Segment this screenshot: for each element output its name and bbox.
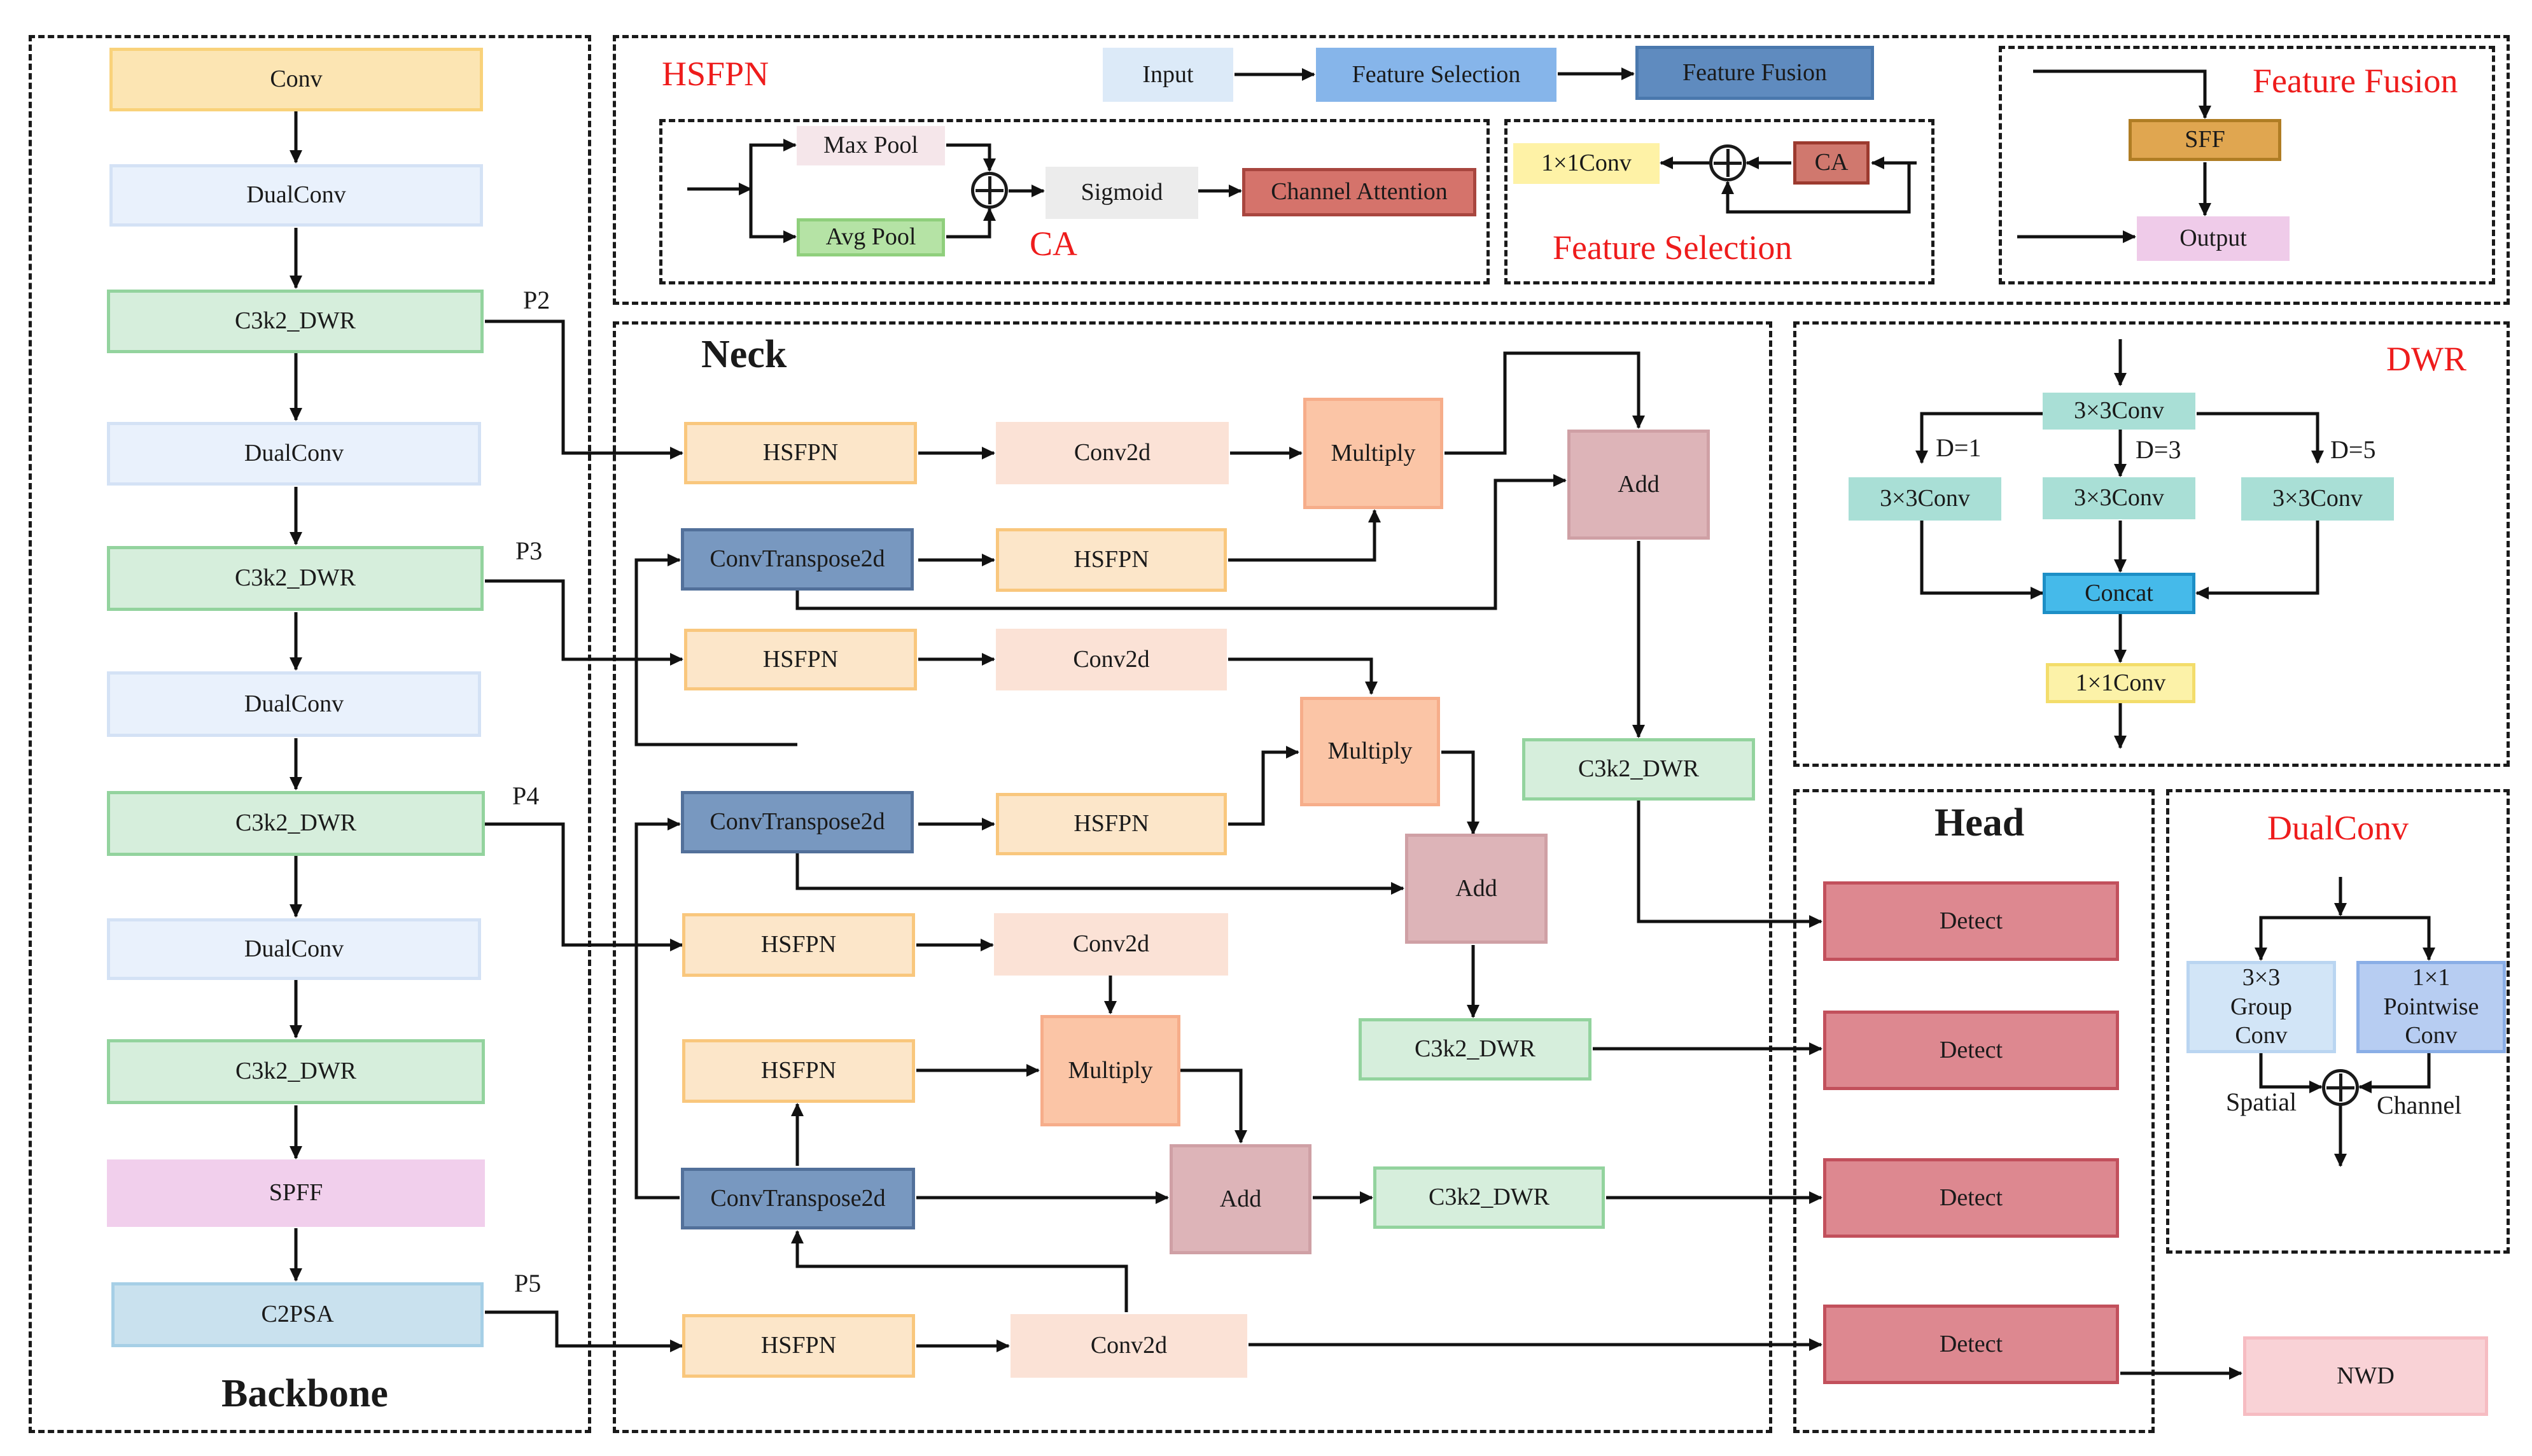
output-label-p4: P4 [512,781,540,810]
dwr-dilation-1: D=1 [1936,433,1982,462]
neck-c3k2-dwr-2: C3k2_DWR [1359,1018,1591,1081]
backbone-dualconv-2: DualConv [107,422,481,486]
backbone-c3k2-dwr-3: C3k2_DWR [107,791,485,856]
head-detect-1: Detect [1823,881,2119,961]
neck-hsfpn-7: HSFPN [682,1314,915,1378]
fs-ca: CA [1793,141,1870,185]
head-detect-4: Detect [1823,1305,2119,1384]
ca-sum-icon [971,172,1008,209]
neck-c3k2-dwr-1: C3k2_DWR [1522,738,1755,801]
ff-sff: SFF [2129,119,2281,161]
backbone-c3k2-dwr-2: C3k2_DWR [107,546,484,611]
output-label-p5: P5 [514,1269,542,1298]
fs-sum-icon [1709,144,1746,181]
neck-hsfpn-5: HSFPN [682,913,915,977]
neck-convtranspose2d-1: ConvTranspose2d [681,528,914,591]
backbone-c2psa: C2PSA [111,1282,484,1347]
neck-hsfpn-1: HSFPN [684,422,917,484]
backbone-c3k2-dwr-1: C3k2_DWR [107,290,484,353]
ca-max-pool: Max Pool [797,126,945,165]
dwr-frame [1793,321,2510,767]
hsfpn-feature-selection: Feature Selection [1316,48,1556,102]
backbone-dualconv-4: DualConv [107,918,481,980]
output-label-p3: P3 [515,536,543,565]
dwr-1x1conv: 1×1Conv [2046,663,2195,703]
neck-conv2d-3: Conv2d [994,913,1228,976]
dwr-3x3conv-d5: 3×3Conv [2241,477,2394,521]
neck-add-3: Add [1170,1144,1311,1254]
hsfpn-feature-fusion: Feature Fusion [1635,46,1874,100]
backbone-dualconv-1: DualConv [109,164,483,227]
feature-selection-frame [1504,119,1934,284]
neck-hsfpn-3: HSFPN [684,629,917,690]
feature-fusion-frame [1999,46,2495,284]
head-nwd: NWD [2243,1336,2488,1416]
fs-1x1conv: 1×1Conv [1513,143,1660,184]
neck-convtranspose2d-3: ConvTranspose2d [681,1168,915,1229]
neck-hsfpn-2: HSFPN [996,528,1227,592]
head-detect-3: Detect [1823,1158,2119,1238]
feature-selection-title: Feature Selection [1553,228,1793,267]
ca-frame [659,119,1490,284]
neck-c3k2-dwr-3: C3k2_DWR [1373,1166,1605,1229]
neck-multiply-2: Multiply [1300,697,1440,806]
hsfpn-title: HSFPN [662,55,769,93]
dualconv-spatial-label: Spatial [2226,1088,2297,1116]
neck-conv2d-4: Conv2d [1011,1314,1247,1378]
neck-hsfpn-6: HSFPN [682,1039,915,1103]
hsfpn-input: Input [1103,48,1233,102]
head-detect-2: Detect [1823,1011,2119,1090]
backbone-c3k2-dwr-4: C3k2_DWR [107,1039,485,1104]
dwr-3x3conv-top: 3×3Conv [2043,393,2195,430]
ff-output: Output [2137,216,2290,261]
neck-convtranspose2d-2: ConvTranspose2d [681,791,914,853]
dualconv-frame [2166,789,2510,1254]
dualconv-title: DualConv [2267,809,2409,847]
neck-multiply-1: Multiply [1303,398,1443,509]
neck-conv2d-1: Conv2d [996,422,1229,484]
dualconv-group-conv: 3×3 Group Conv [2186,961,2336,1053]
dualconv-pointwise-conv: 1×1 Pointwise Conv [2356,961,2506,1053]
dwr-dilation-3: D=3 [2136,435,2181,464]
feature-fusion-title: Feature Fusion [2253,62,2458,100]
head-title: Head [1934,801,2025,844]
dwr-title: DWR [2386,340,2466,378]
neck-conv2d-2: Conv2d [996,629,1227,690]
ca-sigmoid: Sigmoid [1046,167,1198,219]
neck-add-2: Add [1405,834,1548,944]
neck-hsfpn-4: HSFPN [996,793,1227,855]
dualconv-sum-icon [2322,1069,2359,1106]
ca-avg-pool: Avg Pool [797,218,945,256]
neck-frame [613,321,1772,1433]
neck-multiply-3: Multiply [1040,1015,1180,1126]
backbone-title: Backbone [221,1372,388,1415]
hsfpn-frame [613,35,2510,305]
backbone-frame [29,35,591,1433]
output-label-p2: P2 [523,286,550,314]
dualconv-channel-label: Channel [2377,1091,2462,1119]
neck-title: Neck [701,333,787,376]
dwr-3x3conv-d3: 3×3Conv [2043,477,2195,519]
dwr-dilation-5: D=5 [2330,435,2376,464]
backbone-conv: Conv [109,48,483,111]
dwr-concat: Concat [2043,573,2195,614]
backbone-dualconv-3: DualConv [107,671,481,737]
ca-title: CA [1030,225,1078,263]
backbone-spff: SPFF [107,1159,485,1227]
dwr-3x3conv-d1: 3×3Conv [1849,477,2001,521]
ca-channel-attention: Channel Attention [1242,168,1476,216]
neck-add-1: Add [1567,430,1710,540]
head-frame [1793,789,2155,1433]
